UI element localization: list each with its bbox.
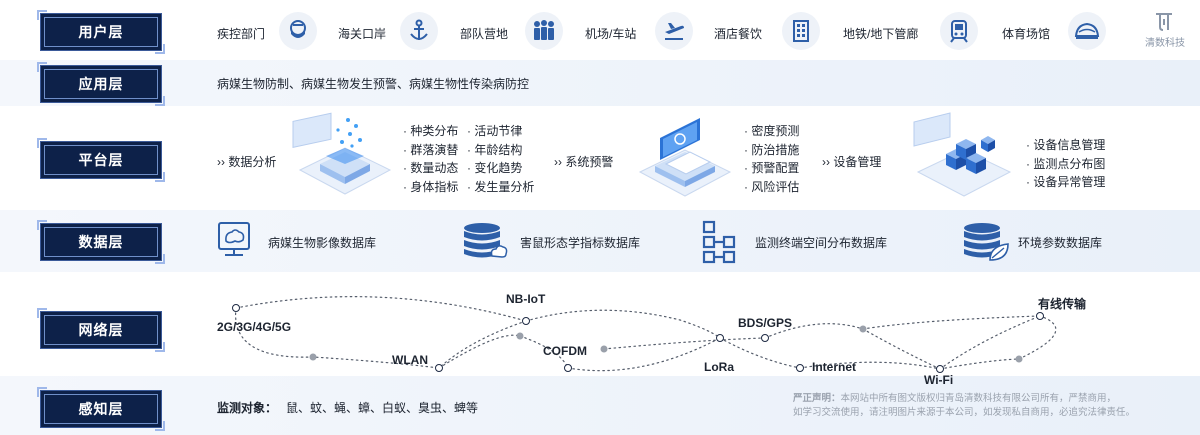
warning-item: · 密度预测 xyxy=(744,124,800,138)
grid-network-icon xyxy=(700,220,740,269)
leaf-database-icon xyxy=(962,222,1010,267)
network-node xyxy=(796,364,804,372)
image-monitor-icon xyxy=(217,221,253,266)
analysis-item: · 群落演替 xyxy=(403,142,459,157)
network-node xyxy=(232,304,240,312)
layer-tag-data: 数据层 xyxy=(37,220,165,264)
layer-tag-network: 网络层 xyxy=(37,308,165,352)
device-item: · 设备信息管理 xyxy=(1026,138,1106,152)
notice-line: 本网站中所有图文版权归青岛清数科技有限公司所有，严禁商用， xyxy=(840,393,1117,404)
user-item-label: 地铁/地下管廊 xyxy=(843,27,919,41)
perception-label: 监测对象： xyxy=(217,401,278,415)
network-node xyxy=(564,364,572,372)
layer-tag-user: 用户层 xyxy=(37,10,165,54)
database-label: 害鼠形态学指标数据库 xyxy=(520,236,641,250)
layer-tag-platform: 平台层 xyxy=(37,138,165,182)
network-relay-node xyxy=(1015,355,1023,363)
anchor-icon xyxy=(400,12,438,50)
network-label-cellular: 2G/3G/4G/5G xyxy=(217,320,292,334)
user-band xyxy=(0,0,1200,60)
user-item-label: 海关口岸 xyxy=(338,27,387,41)
analysis-item: · 年龄结构 xyxy=(467,142,523,157)
qingshu-logo-icon xyxy=(1153,11,1175,33)
data-analysis-illustration xyxy=(290,112,400,207)
warning-item: · 风险评估 xyxy=(744,179,800,194)
database-label: 监测终端空间分布数据库 xyxy=(755,236,888,250)
user-item-label: 酒店餐饮 xyxy=(714,27,763,41)
network-node xyxy=(716,334,724,342)
network-label-internet: Internet xyxy=(812,360,857,374)
network-relay-node xyxy=(516,332,524,340)
analysis-item: · 变化趋势 xyxy=(467,161,523,175)
network-node xyxy=(936,365,944,373)
brand-name: 清数科技 xyxy=(1145,38,1185,49)
device-item: · 设备异常管理 xyxy=(1026,175,1106,189)
warning-laptop-illustration xyxy=(630,112,740,207)
network-label-wifi: Wi-Fi xyxy=(924,373,954,387)
copyright-notice: 严正声明：本网站中所有图文版权归青岛清数科技有限公司所有，严禁商用， 如学习交流… xyxy=(793,392,1135,420)
user-item-label: 机场/车站 xyxy=(585,27,637,41)
network-relay-node xyxy=(309,353,317,361)
network-node xyxy=(1036,312,1044,320)
platform-warning-title: ›› 系统预警 xyxy=(554,155,614,169)
warning-list: · 密度预测 · 防治措施 · 预警配置 · 风险评估 xyxy=(744,122,799,196)
stadium-icon xyxy=(1068,12,1106,50)
device-item: · 监测点分布图 xyxy=(1026,156,1106,171)
device-list: · 设备信息管理 · 监测点分布图 · 设备异常管理 xyxy=(1026,136,1105,192)
soldiers-icon xyxy=(525,12,563,50)
analysis-list-col1: · 种类分布 · 群落演替 · 数量动态 · 身体指标 xyxy=(403,122,458,196)
airplane-icon xyxy=(655,12,693,50)
analysis-item: · 种类分布 xyxy=(403,124,459,138)
network-node xyxy=(761,334,769,342)
warning-item: · 防治措施 xyxy=(744,142,800,157)
database-label: 病媒生物影像数据库 xyxy=(268,236,377,250)
analysis-item: · 身体指标 xyxy=(403,179,459,194)
database-label: 环境参数数据库 xyxy=(1018,236,1103,250)
warning-item: · 预警配置 xyxy=(744,161,800,175)
user-item-label: 疾控部门 xyxy=(217,27,266,41)
network-label-cofdm: COFDM xyxy=(543,344,587,358)
network-label-wlan: WLAN xyxy=(392,353,428,367)
network-relay-node xyxy=(600,345,608,353)
network-band xyxy=(0,272,1200,376)
notice-title: 严正声明： xyxy=(793,393,841,404)
device-cubes-illustration xyxy=(906,110,1021,207)
perception-targets: 鼠、蚊、蝇、蟑、白蚁、臭虫、蜱等 xyxy=(286,401,479,415)
network-label-nbiot: NB-IoT xyxy=(506,292,546,306)
user-item-label: 部队营地 xyxy=(460,27,509,41)
analysis-item: · 发生量分析 xyxy=(467,179,535,194)
network-label-wired: 有线传输 xyxy=(1038,297,1087,311)
building-icon xyxy=(782,12,820,50)
doctor-mask-icon xyxy=(279,12,317,50)
network-node xyxy=(522,317,530,325)
platform-band xyxy=(0,106,1200,210)
layer-tag-perception: 感知层 xyxy=(37,387,165,431)
app-description: 病媒生物防制、病媒生物发生预警、病媒生物性传染病防控 xyxy=(217,77,530,91)
layer-tag-app: 应用层 xyxy=(37,62,165,106)
network-label-bds-gps: BDS/GPS xyxy=(738,316,793,330)
cloud-database-icon xyxy=(462,222,508,267)
network-relay-node xyxy=(859,325,867,333)
subway-train-icon xyxy=(940,12,978,50)
platform-device-title: ›› 设备管理 xyxy=(822,155,882,169)
perception-band xyxy=(0,376,1200,435)
network-node xyxy=(435,364,443,372)
platform-analysis-title: ›› 数据分析 xyxy=(217,155,277,169)
analysis-item: · 活动节律 xyxy=(467,124,523,138)
notice-line: 如学习交流使用，请注明图片来源于本公司，如发现私自商用，必追究法律责任。 xyxy=(793,407,1136,418)
app-band xyxy=(0,60,1200,106)
user-item-label: 体育场馆 xyxy=(1002,27,1051,41)
analysis-item: · 数量动态 xyxy=(403,161,459,175)
analysis-list-col2: · 活动节律 · 年龄结构 · 变化趋势 · 发生量分析 xyxy=(467,122,534,196)
network-label-lora: LoRa xyxy=(704,360,734,374)
